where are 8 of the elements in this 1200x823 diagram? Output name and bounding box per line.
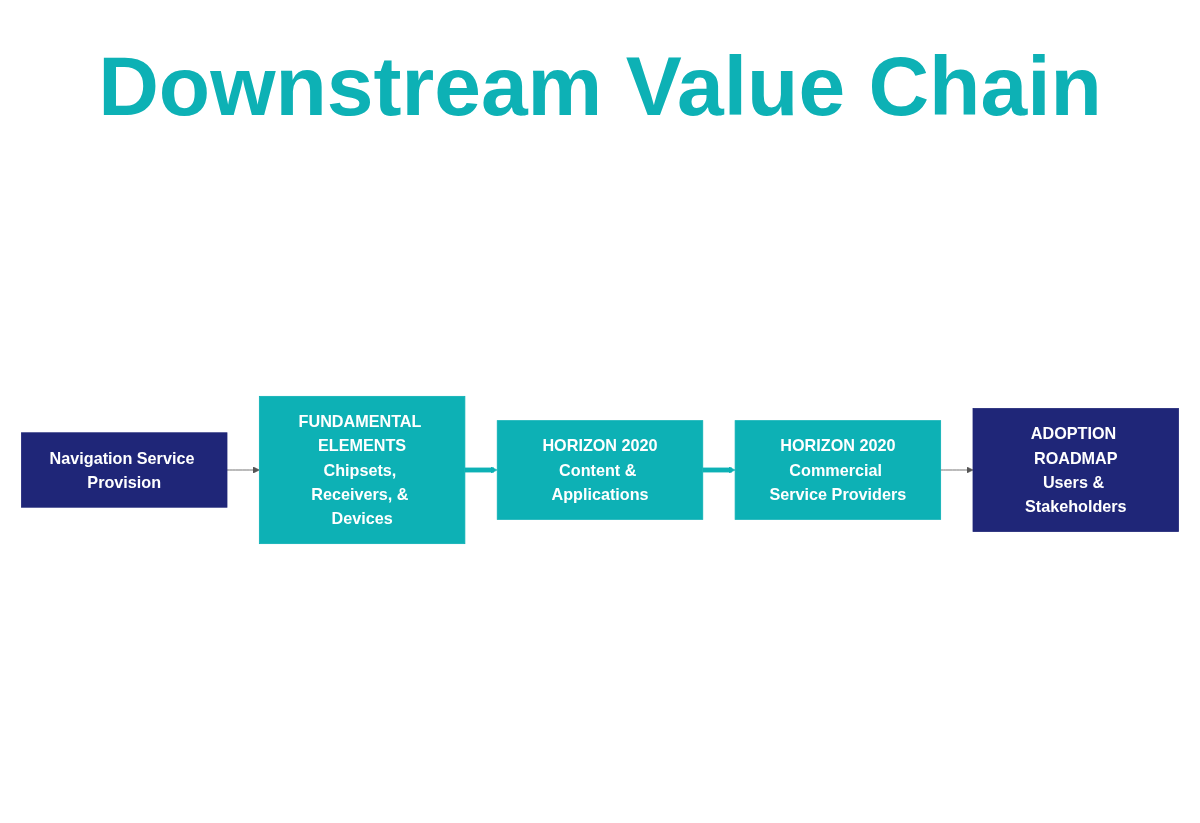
diagram-title: Downstream Value Chain: [98, 40, 1102, 133]
process-step: HORIZON 2020 Content & Applications: [496, 420, 704, 520]
process-step: ADOPTION ROADMAP Users & Stakeholders: [972, 408, 1179, 532]
process-step: FUNDAMENTAL ELEMENTS Chipsets, Receivers, & Devices: [258, 395, 466, 545]
arrow: [702, 466, 736, 474]
process-step: HORIZON 2020 Commercial Service Providers: [734, 420, 942, 520]
arrow: [464, 466, 498, 474]
process-step: Navigation Service Provision: [21, 432, 228, 508]
